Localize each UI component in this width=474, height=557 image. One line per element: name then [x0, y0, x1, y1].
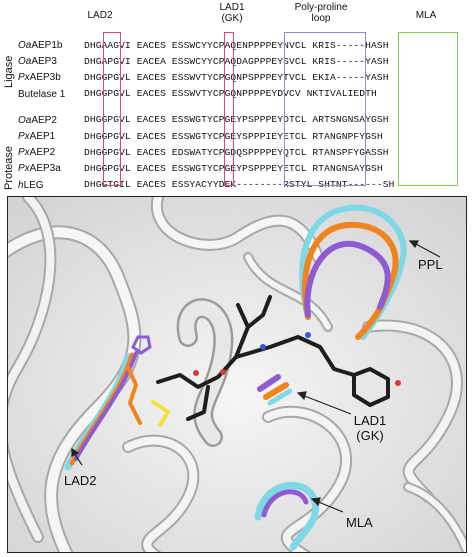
- sequence-name: OaAEP1b: [18, 40, 62, 51]
- mla-header: MLA: [415, 10, 437, 21]
- sequence-name-prefix: Oa: [18, 56, 32, 68]
- sequence-name: OaAEP2: [18, 115, 57, 126]
- mla-structure-label: MLA: [346, 515, 373, 530]
- lad1-structure-label-line2: (GK): [356, 428, 384, 443]
- sequence-residues: DHGGTGIL EACES ESSYACYYDEK--------RSTYL …: [84, 179, 395, 191]
- ppl-structure-label: PPL: [418, 257, 443, 272]
- sequence-name-main: AEP2: [31, 114, 57, 126]
- sequence-name-main: AEP3: [31, 56, 57, 68]
- sequence-residues: DHGGPGVL EACES ESSWGTYCPGEYSPPPIEYETCL R…: [84, 130, 383, 142]
- lad2-loops: [64, 335, 171, 471]
- ligand-atoms: [193, 332, 401, 386]
- sequence-name-main: LEG: [23, 179, 44, 191]
- sequence-name-prefix: Px: [18, 72, 30, 84]
- sequence-residues: DHGGPGVL EACES ESSWVTYCPGQNPPPPEYDVCV NK…: [84, 88, 377, 100]
- lad1-structure-label: LAD1 (GK): [348, 413, 392, 443]
- sequence-name: hLEG: [18, 180, 44, 191]
- sequence-name-main: AEP1b: [31, 40, 63, 51]
- sequence-residues: DHGGPGVL EACES ESSWGTYCPGEYPSPPPEYDTCL A…: [84, 114, 389, 126]
- lad1-sticks: [257, 374, 293, 406]
- sequence-name: OaAEP3: [18, 56, 57, 67]
- sequence-name-main: Butelase 1: [18, 88, 66, 100]
- lad1-header-line1: LAD1: [219, 2, 245, 13]
- ppl-loops: [299, 204, 407, 340]
- ligase-group-label: Ligase: [3, 55, 15, 88]
- sequence-name: PxAEP1: [18, 131, 55, 142]
- sequence-name-main: AEP3a: [29, 163, 61, 175]
- sequence-residues: DHGGPGVL EACES ESSWGTYCPGEYPSPPPEYETCL R…: [84, 162, 383, 174]
- sequence-name-prefix: Px: [18, 163, 30, 175]
- lad1-region-box: [224, 32, 234, 186]
- lad2-structure-label: LAD2: [64, 473, 97, 488]
- sequence-residues: DHGAPGVI EACEA ESSWCYYCPAQDAGPPPEYSVCL K…: [84, 55, 389, 67]
- sequence-name: PxAEP2: [18, 147, 55, 158]
- sequence-residues: DHGAAGVI EACES ESSWCYYCPAQENPPPPEYNVCL K…: [84, 39, 389, 51]
- sequence-name-prefix: Oa: [18, 114, 32, 126]
- structure-background: [8, 197, 466, 552]
- structure-panel: PPL LAD1 (GK) LAD2 MLA: [7, 196, 467, 553]
- sequence-name-prefix: Oa: [18, 40, 32, 51]
- sequence-name-prefix: Px: [18, 147, 30, 159]
- lad1-structure-label-line1: LAD1: [353, 413, 387, 428]
- ppl-region-box: [284, 32, 366, 186]
- ppl-header: Poly-proline loop: [276, 2, 366, 24]
- lad2-region-box: [103, 32, 121, 186]
- sequence-name-prefix: Px: [18, 131, 30, 142]
- ppl-header-line2: loop: [311, 13, 331, 24]
- sequence-name: PxAEP3b: [18, 72, 61, 83]
- lad1-header-line2: (GK): [221, 13, 243, 24]
- lad2-header: LAD2: [87, 10, 113, 21]
- ppl-header-line1: Poly-proline: [294, 2, 348, 13]
- annotation-arrows: [71, 240, 441, 513]
- sequence-name-main: AEP1: [29, 131, 56, 142]
- sequence-name: Butelase 1: [18, 89, 65, 100]
- mla-loops: [254, 481, 320, 551]
- protein-structure-render: [8, 197, 466, 552]
- sequence-name-prefix: h: [18, 179, 24, 191]
- sequence-residues: DHGGPGVL EACES EDSWATYCPGDQSPPPPEYQTCL R…: [84, 146, 389, 158]
- sequence-residues: DHGGPGVL EACES ESSWVTYCPGQNPSPPPEYTVCL E…: [84, 71, 389, 83]
- protease-group-label: Protease: [3, 145, 15, 190]
- sequence-name-main: AEP2: [29, 147, 56, 159]
- sequence-name-main: AEP3b: [29, 72, 61, 84]
- mla-region-box: [398, 32, 458, 186]
- lad1-header: LAD1 (GK): [212, 2, 252, 24]
- sequence-name: PxAEP3a: [18, 163, 61, 174]
